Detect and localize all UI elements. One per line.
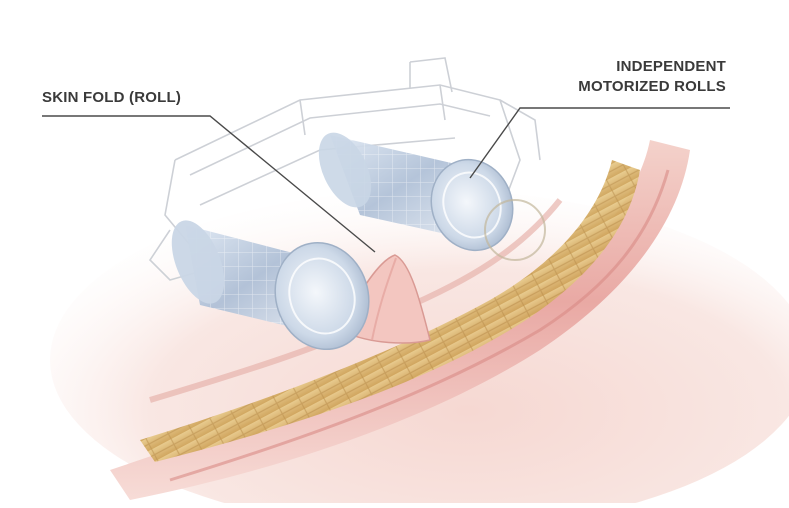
leader-line-skin-fold bbox=[42, 115, 376, 253]
skin-fold-label: SKIN FOLD (ROLL) bbox=[42, 89, 182, 106]
leader-lines bbox=[42, 107, 730, 253]
motorized-rolls-label-line1: INDEPENDENT bbox=[616, 58, 726, 75]
leader-line-motorized-rolls bbox=[469, 107, 730, 179]
motorized-rolls-label: INDEPENDENT MOTORIZED ROLLS bbox=[520, 57, 726, 97]
motorized-rolls-label-line2: MOTORIZED ROLLS bbox=[578, 78, 726, 95]
roller-right-icon bbox=[318, 132, 546, 261]
device-outline-icon bbox=[148, 57, 541, 281]
roller-left-icon bbox=[171, 220, 370, 351]
fat-layer bbox=[140, 160, 640, 462]
